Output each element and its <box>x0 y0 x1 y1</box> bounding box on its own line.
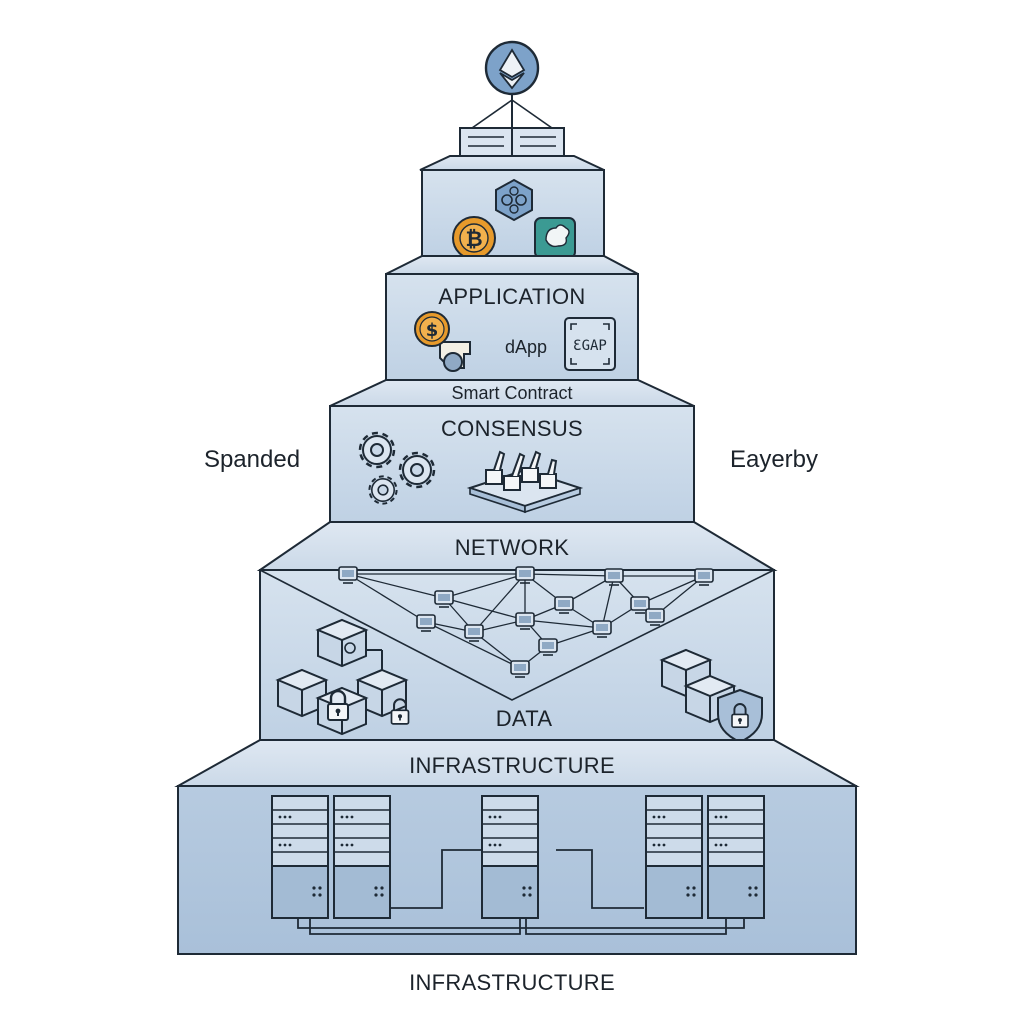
data-title: DATA <box>495 706 553 731</box>
block-cube-icon <box>277 619 407 735</box>
consensus-title: CONSENSUS <box>440 416 584 441</box>
dollar-coin-icon: $ <box>414 311 471 372</box>
bitcoin-icon: ₿ <box>452 216 496 260</box>
smart-contract-label: Smart Contract <box>451 383 573 403</box>
svg-text:$: $ <box>426 320 439 341</box>
server-rack-icon <box>271 795 765 919</box>
svg-text:ƐGAP: ƐGAP <box>573 338 607 354</box>
teal-token-icon <box>534 217 576 259</box>
infrastructure-caption: INFRASTRUCTURE <box>409 970 615 995</box>
network-hexagon-icon <box>495 178 533 222</box>
application-title: APPLICATION <box>438 284 586 309</box>
server-cables <box>297 849 745 935</box>
infrastructure-title: INFRASTRUCTURE <box>409 753 615 778</box>
ledger-block <box>459 127 565 157</box>
network-title: NETWORK <box>454 535 570 560</box>
voting-hands-icon <box>466 450 584 514</box>
dapp-label: dApp <box>504 337 548 357</box>
svg-text:₿: ₿ <box>465 227 482 251</box>
side-label-left: Spanded <box>203 446 301 473</box>
ethereum-icon <box>471 40 553 129</box>
dapp-box-icon: ƐGAP <box>564 317 616 371</box>
side-label-right: Eayerby <box>729 446 819 473</box>
